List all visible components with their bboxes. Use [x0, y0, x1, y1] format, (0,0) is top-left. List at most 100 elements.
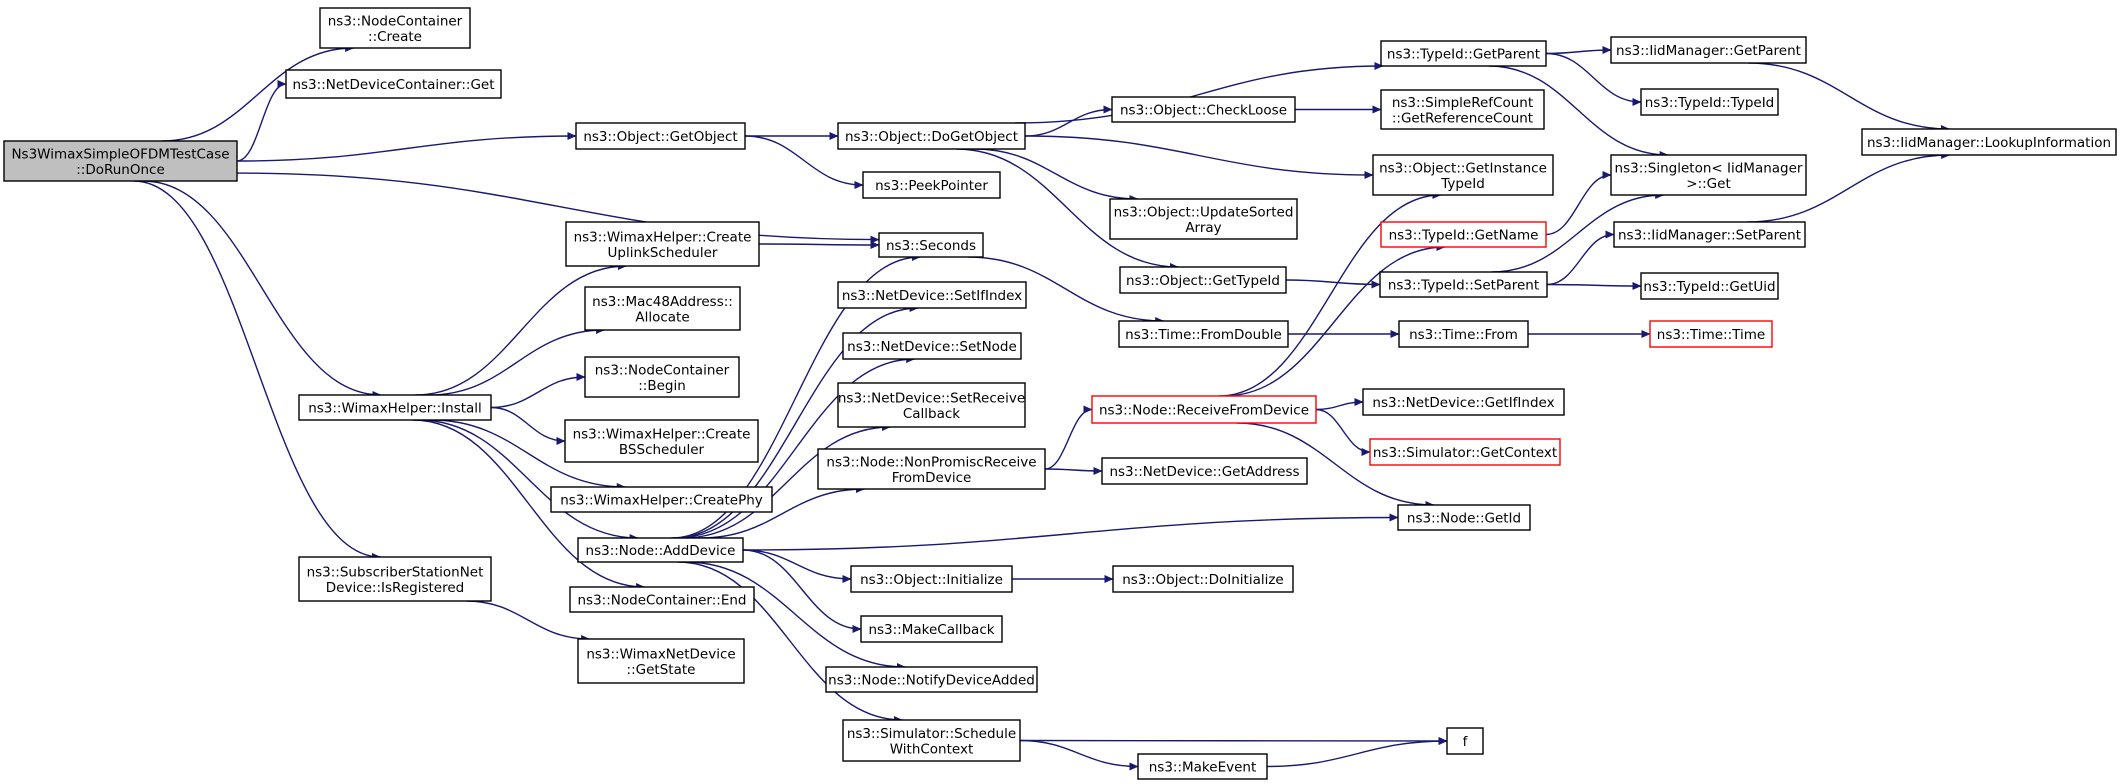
- node-label: ns3::WimaxHelper::Create: [573, 426, 751, 442]
- nodes-layer: Ns3WimaxSimpleOFDMTestCase::DoRunOncens3…: [3, 7, 2117, 780]
- edge-wimax_install-to-mac48_allocate: [428, 325, 605, 396]
- node-box: [837, 382, 1026, 428]
- node-nd-setnode[interactable]: ns3::NetDevice::SetNode: [842, 332, 1022, 360]
- node-label: Callback: [903, 406, 960, 422]
- edge-typeid_getparent-to-iid_getparent: [1545, 45, 1612, 55]
- node-nd-setifindex[interactable]: ns3::NetDevice::SetIfIndex: [837, 281, 1027, 309]
- node-iid-getparent[interactable]: ns3::IidManager::GetParent: [1610, 36, 1807, 64]
- node-label: ns3::PeekPointer: [875, 178, 988, 194]
- edge-node_adddevice-to-sim_schedule: [677, 561, 903, 725]
- node-time-time[interactable]: ns3::Time::Time: [1649, 320, 1773, 348]
- node-iid-lookup[interactable]: ns3::IidManager::LookupInformation: [1861, 128, 2117, 156]
- node-makeevent[interactable]: ns3::MakeEvent: [1137, 753, 1268, 780]
- edge-typeid_getparent-to-singleton_get: [1488, 65, 1669, 160]
- node-obj-checkloose[interactable]: ns3::Object::CheckLoose: [1111, 96, 1296, 123]
- node-box: [577, 537, 744, 563]
- node-box: [1649, 320, 1773, 348]
- edge-typeid_getparent-to-typeid_typeid: [1545, 52, 1642, 107]
- node-box: [1446, 727, 1484, 755]
- node-obj-dogetobject[interactable]: ns3::Object::DoGetObject: [837, 122, 1026, 150]
- node-label: ns3::NodeContainer: [328, 13, 463, 29]
- node-label: BSScheduler: [619, 442, 705, 458]
- node-box: [550, 486, 773, 513]
- node-wimax-install[interactable]: ns3::WimaxHelper::Install: [298, 394, 492, 421]
- edge-obj_dogetobject-to-obj_getinstance: [1024, 135, 1374, 180]
- node-nc-begin[interactable]: ns3::NodeContainer::Begin: [584, 356, 740, 398]
- node-nc-end[interactable]: ns3::NodeContainer::End: [569, 586, 755, 613]
- node-label: ns3::IidManager::GetParent: [1616, 43, 1801, 59]
- node-obj-getobject[interactable]: ns3::Object::GetObject: [575, 122, 746, 150]
- node-label: ::Create: [368, 29, 422, 45]
- node-typeid-getparent[interactable]: ns3::TypeId::GetParent: [1380, 40, 1547, 67]
- node-obj-initialize[interactable]: ns3::Object::Initialize: [850, 565, 1013, 593]
- node-typeid-getname[interactable]: ns3::TypeId::GetName: [1380, 221, 1547, 248]
- edge-wimax_install-to-nc_end: [412, 419, 646, 592]
- node-label: ns3::Node::AddDevice: [586, 543, 736, 559]
- node-obj-gettypeid[interactable]: ns3::Object::GetTypeId: [1119, 266, 1287, 294]
- node-nd-getifindex[interactable]: ns3::NetDevice::GetIfIndex: [1362, 388, 1565, 416]
- node-nc-create[interactable]: ns3::NodeContainer::Create: [319, 7, 471, 49]
- node-wimax-getstate[interactable]: ns3::WimaxNetDevice::GetState: [577, 638, 745, 684]
- node-label: ns3::Node::NotifyDeviceAdded: [828, 673, 1035, 689]
- node-simplerefcount[interactable]: ns3::SimpleRefCount::GetReferenceCount: [1380, 89, 1545, 130]
- edge-typeid_setparent-to-iid_setparent: [1546, 230, 1615, 286]
- edge-iid_getparent-to-iid_lookup: [1748, 62, 1950, 134]
- node-box: [298, 394, 492, 421]
- node-label: Array: [1185, 220, 1221, 236]
- node-label: ns3::TypeId::GetUid: [1643, 279, 1775, 295]
- node-node-receivefrom[interactable]: ns3::Node::ReceiveFromDevice: [1091, 395, 1317, 424]
- node-box: [1861, 128, 2117, 156]
- node-seconds[interactable]: ns3::Seconds: [878, 232, 984, 258]
- node-box: [575, 122, 746, 150]
- node-box: [1379, 271, 1548, 298]
- node-time-from[interactable]: ns3::Time::From: [1398, 320, 1529, 348]
- node-label: ns3::WimaxHelper::CreatePhy: [560, 493, 763, 509]
- node-peekpointer[interactable]: ns3::PeekPointer: [862, 171, 1001, 199]
- node-iid-setparent[interactable]: ns3::IidManager::SetParent: [1613, 221, 1806, 248]
- node-singleton-get[interactable]: ns3::Singleton< IidManager >::Get: [1610, 154, 1807, 196]
- edge-node_adddevice-to-node_notify: [685, 561, 906, 672]
- node-box: [584, 286, 741, 331]
- node-node-adddevice[interactable]: ns3::Node::AddDevice: [577, 537, 744, 563]
- edge-wimax_install-to-create_phy: [431, 419, 626, 492]
- node-root[interactable]: Ns3WimaxSimpleOFDMTestCase::DoRunOnce: [3, 140, 238, 182]
- node-sim-getcontext[interactable]: ns3::Simulator::GetContext: [1369, 438, 1561, 466]
- node-typeid-setparent[interactable]: ns3::TypeId::SetParent: [1379, 271, 1548, 298]
- node-box: [298, 556, 492, 602]
- edge-node_adddevice-to-node_getid: [742, 513, 1399, 551]
- node-box: [565, 221, 760, 267]
- node-time-fromdouble[interactable]: ns3::Time::FromDouble: [1118, 320, 1289, 348]
- node-label: ns3::Simulator::Schedule: [847, 726, 1016, 742]
- node-label: ns3::TypeId::SetParent: [1388, 278, 1539, 294]
- node-box: [3, 140, 238, 182]
- node-node-notify[interactable]: ns3::Node::NotifyDeviceAdded: [825, 666, 1038, 693]
- node-label: ns3::Simulator::GetContext: [1373, 445, 1557, 461]
- node-box: [1101, 457, 1308, 485]
- node-box: [569, 586, 755, 613]
- node-create-phy[interactable]: ns3::WimaxHelper::CreatePhy: [550, 486, 773, 513]
- node-label: ns3::Time::From: [1409, 327, 1518, 343]
- node-makecallback[interactable]: ns3::MakeCallback: [860, 615, 1003, 643]
- node-f[interactable]: f: [1446, 727, 1484, 755]
- node-obj-doinitialize[interactable]: ns3::Object::DoInitialize: [1112, 565, 1294, 593]
- node-label: ns3::Object::GetObject: [583, 129, 737, 145]
- node-box: [1362, 388, 1565, 416]
- node-mac48-allocate[interactable]: ns3::Mac48Address::Allocate: [584, 286, 741, 331]
- node-ndc-get[interactable]: ns3::NetDeviceContainer::Get: [285, 69, 502, 99]
- node-node-getid[interactable]: ns3::Node::GetId: [1397, 504, 1531, 531]
- node-typeid-getuid[interactable]: ns3::TypeId::GetUid: [1640, 272, 1779, 300]
- node-ss-isregistered[interactable]: ns3::SubscriberStationNetDevice::IsRegis…: [298, 556, 492, 602]
- edge-node_adddevice-to-nd_setifindex: [673, 303, 919, 539]
- node-typeid-typeid[interactable]: ns3::TypeId::TypeId: [1640, 88, 1779, 116]
- node-nd-getaddress[interactable]: ns3::NetDevice::GetAddress: [1101, 457, 1308, 485]
- node-label: ns3::MakeEvent: [1149, 760, 1257, 776]
- node-label: ns3::Time::FromDouble: [1125, 327, 1282, 343]
- edge-makeevent-to-f: [1266, 736, 1448, 768]
